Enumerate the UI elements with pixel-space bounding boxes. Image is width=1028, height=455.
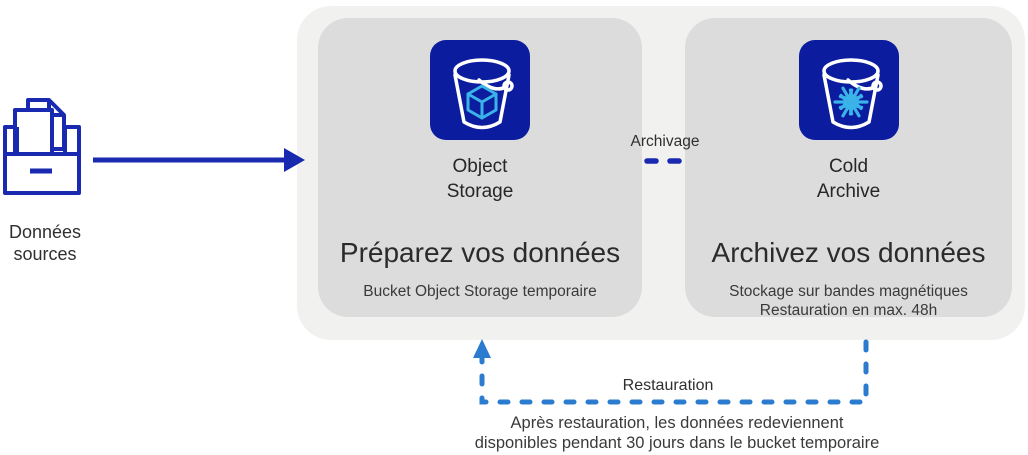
restore-footnote-line2: disponibles pendant 30 jours dans le buc… [474,433,880,452]
cold-archive-label: Cold Archive [685,154,1012,204]
cold-archive-label-line2: Archive [816,181,881,202]
source-label-line2: sources [13,244,77,264]
object-storage-icon-tile [430,40,530,140]
object-storage-label-line2: Storage [446,181,514,202]
restore-footnote-line1: Après restauration, les données redevien… [510,414,844,432]
archive-card-subtitle-line1: Stockage sur bandes magnétiques [729,283,968,300]
prepare-card-subtitle-line1: Bucket Object Storage temporaire [363,283,597,300]
archive-card-title: Archivez vos données [711,237,986,268]
prepare-card-title: Préparez vos données [339,237,621,268]
archive-card-subtitle: Stockage sur bandes magnétiques Restaura… [685,282,1012,320]
object-storage-label: Object Storage [318,154,642,204]
cold-archive-icon-tile [798,40,899,140]
documents-inbox-icon [3,98,81,195]
archive-card-subtitle-line2: Restauration en max. 48h [759,302,938,319]
source-label-line1: Données [8,222,82,242]
archive-card: Cold Archive Archivez vos données Stocka… [685,18,1012,320]
ingest-arrow [93,148,305,172]
source-label: Données sources [0,221,90,265]
object-storage-label-line1: Object [452,156,508,177]
restore-arrow-label: Restauration [622,377,714,394]
restore-footnote: Après restauration, les données redevien… [427,414,927,453]
bucket-snowflake-icon [821,58,883,130]
prepare-card-subtitle: Bucket Object Storage temporaire [318,282,642,301]
bucket-cube-icon [453,58,514,130]
archive-arrow-label: Archivage [630,133,700,150]
snowflake-glyph [832,86,869,118]
cold-archive-label-line1: Cold [828,156,869,177]
prepare-card: Object Storage Préparez vos données Buck… [318,18,642,317]
